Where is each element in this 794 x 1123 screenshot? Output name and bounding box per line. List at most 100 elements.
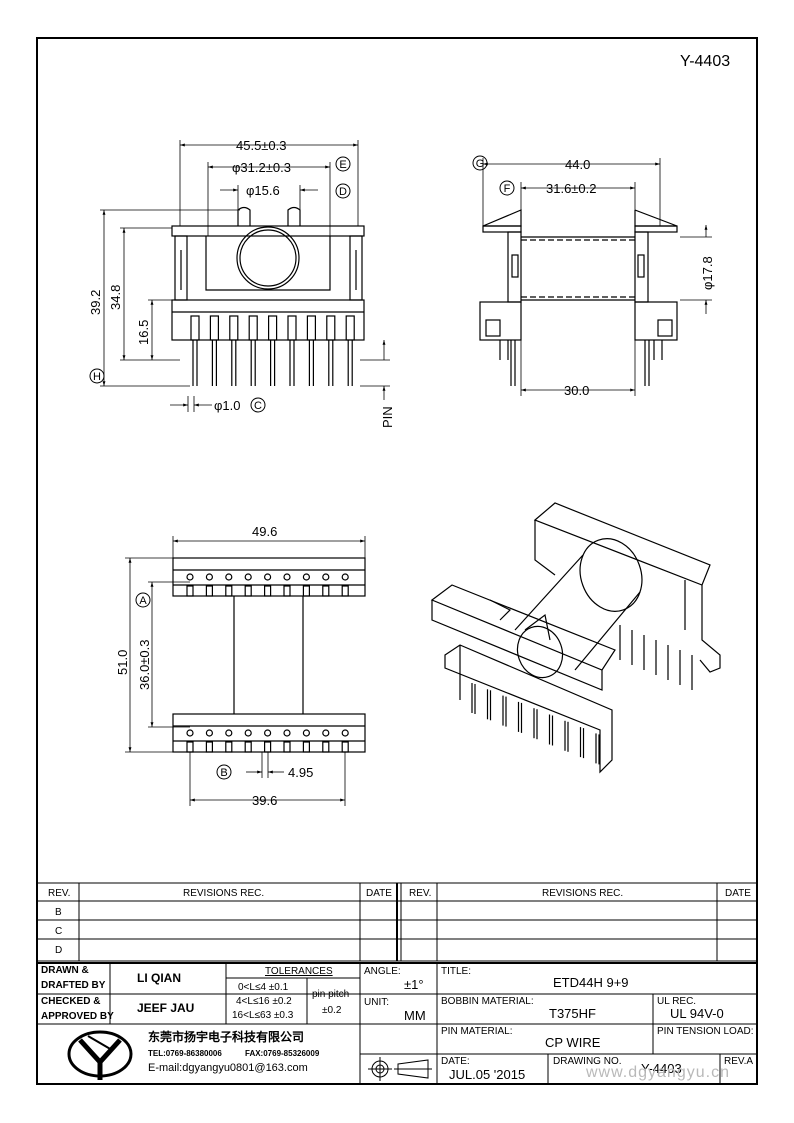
company-logo [67,1030,133,1080]
bottom-view [172,557,366,753]
bottom-pin-slot-bottom [302,741,310,753]
date-header-right: DATE [725,888,751,899]
bottom-pin-slot-bottom [225,741,233,753]
balloon-e: E [339,159,346,171]
checked-label-2: APPROVED BY [41,1011,114,1022]
dim-bottom-pitch: 4.95 [288,765,313,780]
bottom-pin-bottom [205,729,213,737]
bottom-pin-bottom [341,729,349,737]
watermark-text: www.dgyangyu.cn [586,1064,730,1081]
bottom-pin-bottom [186,729,194,737]
date-value: JUL.05 '2015 [449,1067,526,1082]
bottom-pin-slot-top [283,585,291,597]
bottom-pin-top [341,573,349,581]
dim-bottom-h36: 36.0±0.3 [137,639,152,690]
dim-front-pin: φ1.0 [214,398,241,413]
title-label: TITLE: [441,966,472,977]
bottom-pin-slot-top [244,585,252,597]
front-pin-slot [209,315,219,341]
bottom-pin-slot-top [205,585,213,597]
dim-front-h392: 39.2 [88,290,103,315]
bottom-dim-labels: 49.6 51.0 36.0±0.3 4.95 39.6 [115,524,313,808]
title-value: ETD44H 9+9 [553,975,629,990]
bottom-pin-slot-bottom [264,741,272,753]
title-block-grid [36,962,758,1085]
rec-header-right: REVISIONS REC. [542,888,623,899]
dim-bottom-h51: 51.0 [115,650,130,675]
front-pin-slot [287,315,297,341]
front-view [171,206,365,386]
dim-pin-label: PIN [380,406,395,428]
bottom-pin-slot-bottom [283,741,291,753]
bottom-pin-slot-bottom [322,741,330,753]
side-dimensions [482,158,712,396]
bottom-pin-slot-bottom [341,741,349,753]
bottom-pin-top [244,573,252,581]
bottom-pin-bottom [283,729,291,737]
bottom-pin-bottom [322,729,330,737]
checked-label-1: CHECKED & [41,996,101,1007]
front-dimensions [100,140,390,412]
date-header-left: DATE [366,888,392,899]
balloon-h: H [93,371,101,383]
checked-name: JEEF JAU [137,1001,195,1015]
drawn-label-1: DRAWN & [41,965,89,976]
pin-pitch-label: pin pitch [312,989,350,1000]
dim-front-core: φ15.6 [246,183,280,198]
drawing-no-label: DRAWING NO. [553,1056,622,1067]
front-pin-slot [190,315,200,341]
front-pin-slot [345,315,355,341]
dim-front-inner: φ31.2±0.3 [232,160,291,175]
unit-value: MM [404,1008,426,1023]
bottom-pin-top [264,573,272,581]
dim-side-dia: φ17.8 [700,256,715,290]
isometric-view [430,502,721,774]
bottom-pin-slot-top [264,585,272,597]
rev-row-b: B [55,907,62,918]
revisions-text: REV. REVISIONS REC. DATE REV. REVISIONS … [48,888,751,956]
rec-header-left: REVISIONS REC. [183,888,264,899]
front-pin-slot [229,315,239,341]
bottom-pin-top [302,573,310,581]
drawing-no-value: Y-4403 [641,1061,682,1076]
angle-value: ±1° [404,977,424,992]
tol-row-3: 16<L≤63 ±0.3 [232,1010,294,1021]
pin-pitch-value: ±0.2 [322,1005,342,1016]
bottom-pin-bottom [302,729,310,737]
ul-rec-label: UL REC. [657,996,697,1007]
bottom-pin-slot-top [225,585,233,597]
bottom-pin-slot-top [322,585,330,597]
front-pin-slot [306,315,316,341]
bottom-pin-bottom [264,729,272,737]
date-label: DATE: [441,1056,470,1067]
rev-row-c: C [55,926,62,937]
bobbin-material-label: BOBBIN MATERIAL: [441,996,534,1007]
pin-material-label: PIN MATERIAL: [441,1026,513,1037]
side-view [479,209,678,386]
bottom-pin-bottom [225,729,233,737]
pin-material-value: CP WIRE [545,1035,601,1050]
drawn-label-2: DRAFTED BY [41,980,106,991]
angle-label: ANGLE: [364,966,401,977]
company-tel: TEL:0769-86380006 [148,1049,222,1058]
dim-side-width: 44.0 [565,157,590,172]
revisions-table [36,882,758,962]
projection-symbol-icon [368,1057,432,1081]
bottom-pin-slot-bottom [205,741,213,753]
pin-tension-label: PIN TENSION LOAD: [657,1026,754,1037]
bottom-pin-slot-top [341,585,349,597]
balloon-d: D [339,186,347,198]
bottom-pin-slot-top [302,585,310,597]
rev-header-left: REV. [48,888,70,899]
rev-label: REV.A [724,1056,754,1067]
bottom-pin-top [322,573,330,581]
drawing-id: Y-4403 [680,53,730,70]
balloon-g: G [476,158,485,170]
dim-side-inner: 31.6±0.2 [546,181,597,196]
balloon-b: B [220,767,227,779]
bottom-pin-top [186,573,194,581]
rev-row-d: D [55,945,62,956]
unit-label: UNIT: [364,997,389,1008]
bottom-pin-top [225,573,233,581]
